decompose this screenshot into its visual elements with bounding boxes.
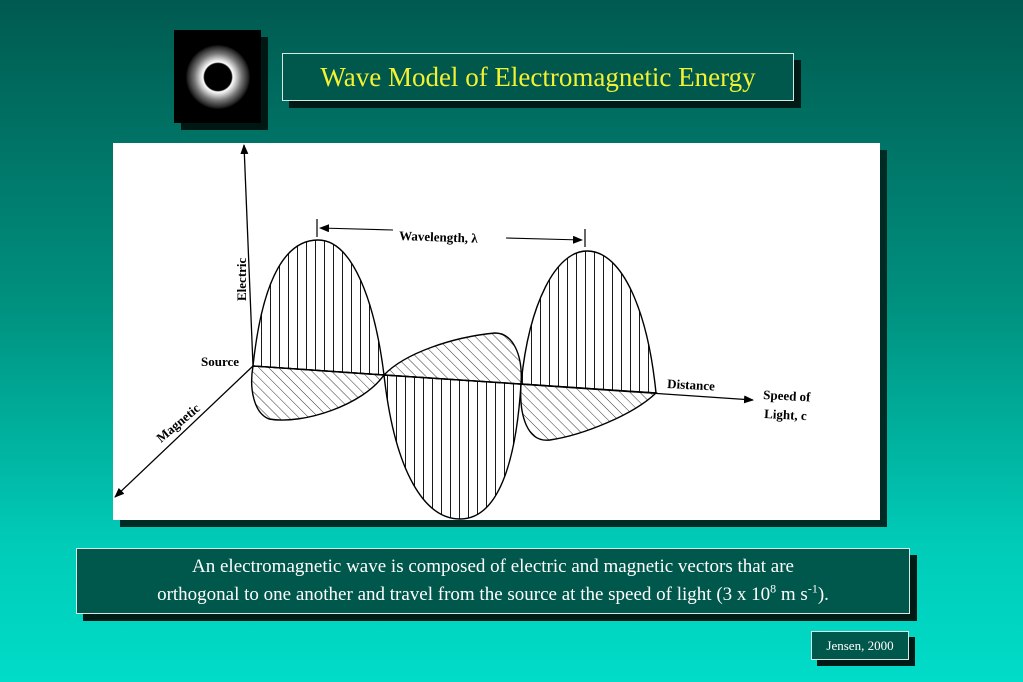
electric-lobe-1 [252,239,385,376]
slide-title: Wave Model of Electromagnetic Energy [320,61,756,92]
em-wave-svg: Wavelength, λ Electric Magnetic Source D… [114,144,812,520]
electric-label: Electric [234,257,249,301]
magnetic-lobe-2 [382,332,522,385]
source-label: Source [201,354,239,369]
wavelength-arrow-left [319,224,394,233]
solar-corona-icon [185,44,250,109]
wavelength-label: Wavelength, λ [399,228,479,246]
electric-lobe-3 [520,250,657,394]
speed-label-line2: Light, c [764,406,808,423]
caption-line-2-prefix: orthogonal to one another and travel fro… [157,584,771,605]
caption-sup-inverse: -1 [807,581,818,596]
magnetic-lobe-1 [250,365,386,421]
magnetic-lobe-3 [520,383,658,441]
electric-lobe-2 [383,374,522,520]
eclipse-logo [174,30,261,123]
distance-label: Distance [667,376,716,393]
caption-line-2: orthogonal to one another and travel fro… [77,581,909,609]
caption-line-2-suffix: ). [817,584,829,605]
credit-box: Jensen, 2000 [811,631,909,660]
credit-text: Jensen, 2000 [826,637,894,653]
speed-label-line1: Speed of [763,387,812,404]
caption-line-1: An electromagnetic wave is composed of e… [192,556,794,577]
electric-axis [240,144,254,367]
slide-title-box: Wave Model of Electromagnetic Energy [282,53,794,101]
magnetic-label: Magnetic [153,400,203,445]
caption-line-2-mid: m s [776,584,808,605]
wavelength-arrow-right [505,235,583,244]
em-wave-diagram: Wavelength, λ Electric Magnetic Source D… [113,143,880,520]
caption-box: An electromagnetic wave is composed of e… [76,548,910,614]
magnetic-axis [114,365,254,498]
caption-sup-exponent: 8 [770,581,777,596]
